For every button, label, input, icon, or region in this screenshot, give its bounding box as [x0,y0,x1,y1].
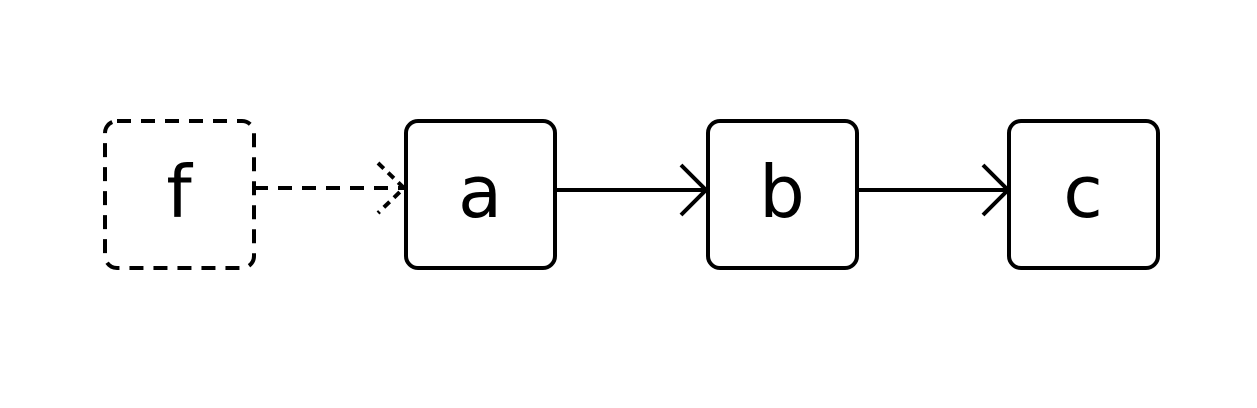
edge-f-to-a [254,161,407,215]
node-a: a [404,119,557,270]
node-f: f [103,119,256,270]
node-b-box [706,119,859,270]
node-b: b [706,119,859,270]
edge-b-to-c [857,163,1011,217]
node-a-box [404,119,557,270]
node-c-box [1007,119,1160,270]
node-c: c [1007,119,1160,270]
node-a-label: a [458,150,502,234]
node-b-label: b [759,150,805,234]
node-c-label: c [1063,150,1103,234]
edge-a-to-b [555,163,709,217]
node-f-box [103,119,256,270]
edge-f-to-a-arrowhead [376,161,407,215]
node-f-label: f [166,150,193,234]
